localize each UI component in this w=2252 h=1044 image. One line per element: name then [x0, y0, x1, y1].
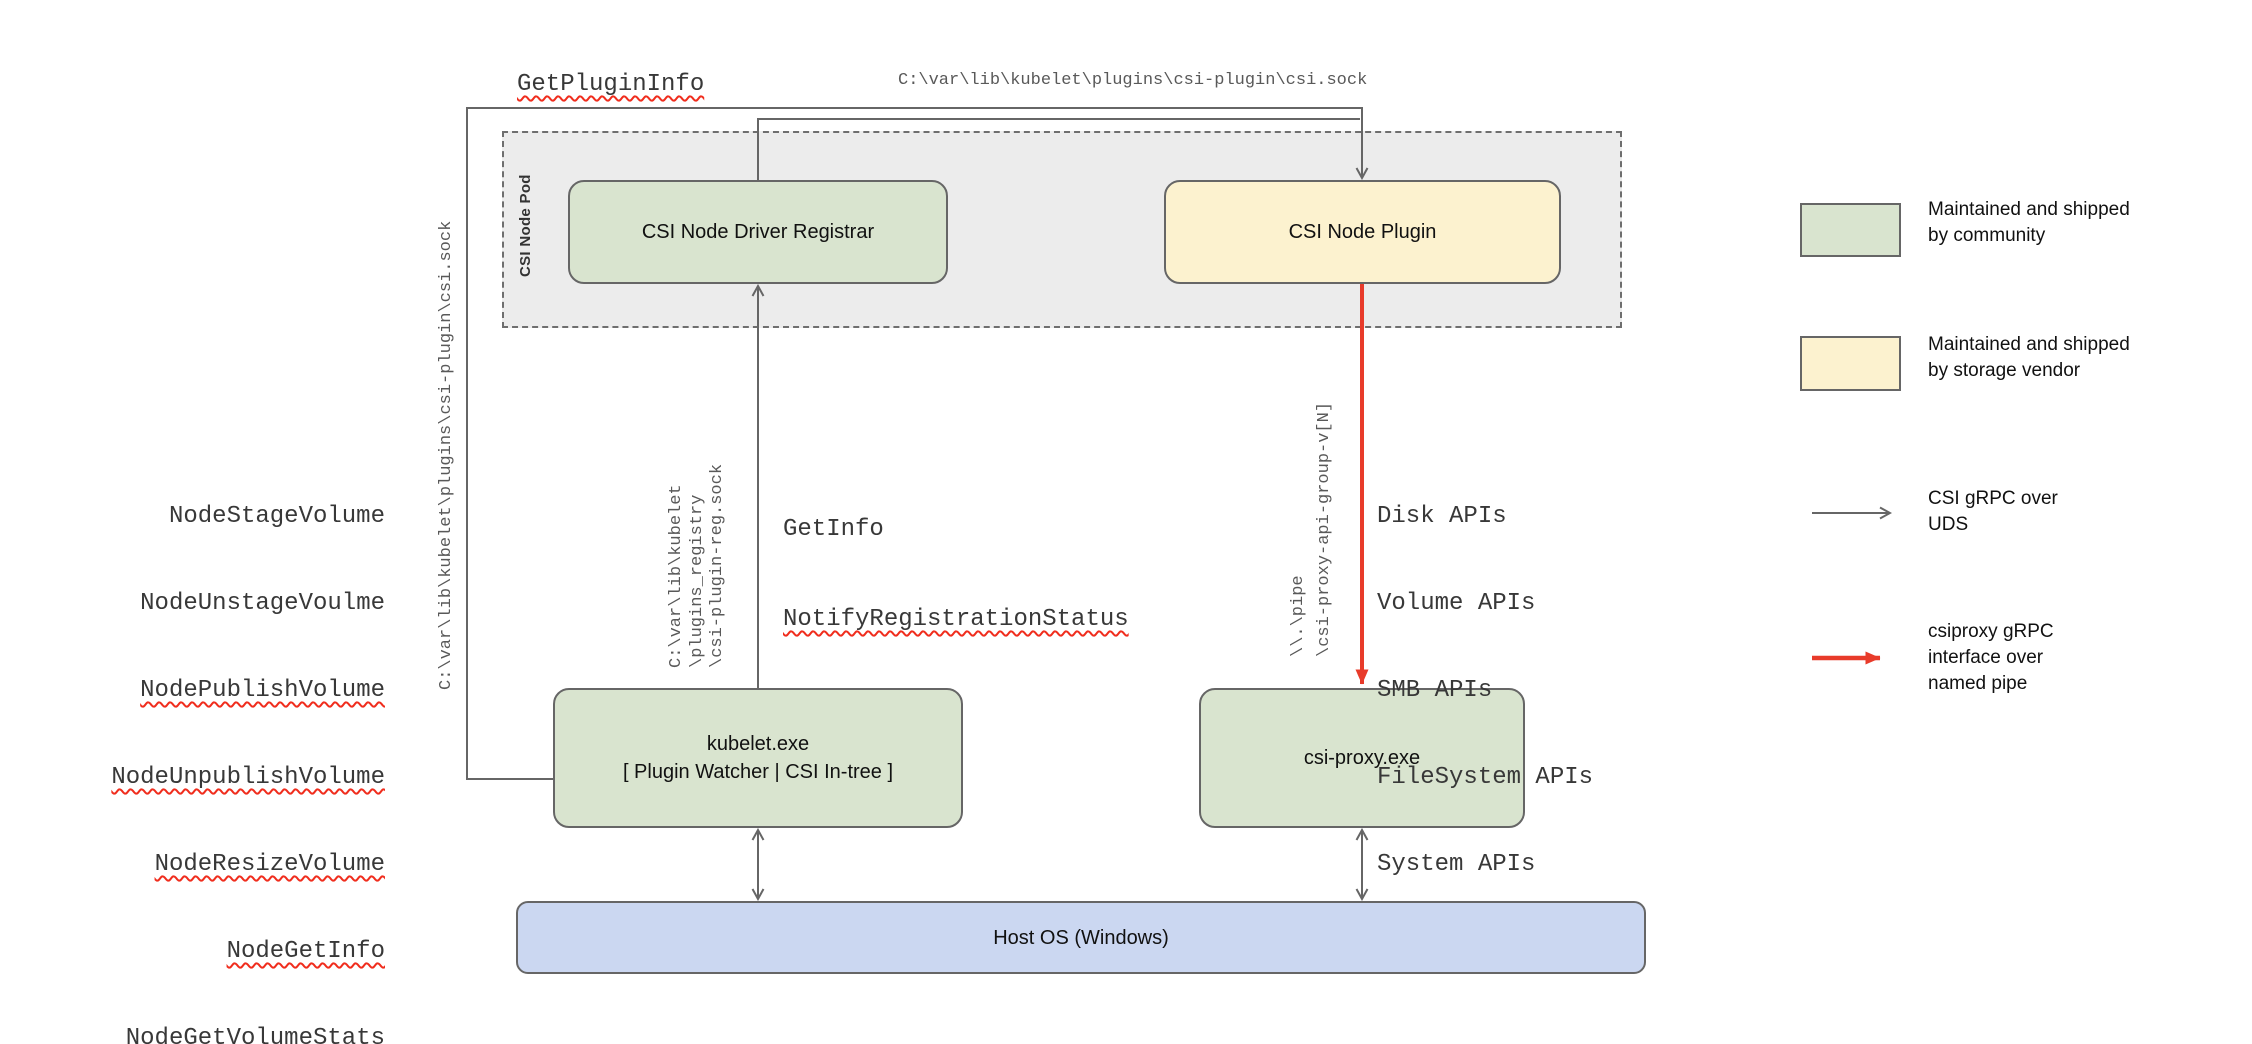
node-method: NodeStageVolume: [168, 503, 385, 530]
host-os-box: Host OS (Windows): [516, 901, 1646, 974]
left-socket-path-label: C:\var\lib\kubelet\plugins\csi-plugin\cs…: [437, 220, 456, 690]
notify-registration-status-label: NotifyRegistrationStatus: [783, 606, 1129, 633]
proxy-api-list: Disk APIs Volume APIs SMB APIs FileSyste…: [1377, 444, 1593, 937]
csi-node-plugin-label: CSI Node Plugin: [1288, 221, 1437, 243]
node-method: NodeGetInfo: [226, 938, 385, 965]
legend-uds-label: CSI gRPC over UDS: [1928, 488, 2058, 535]
proxy-api: Volume APIs: [1377, 590, 1536, 617]
node-method: NodeResizeVolume: [154, 851, 385, 878]
node-method: NodeUnpublishVolume: [111, 764, 385, 791]
top-socket-path-label: C:\var\lib\kubelet\plugins\csi-plugin\cs…: [898, 71, 1368, 90]
legend-community-label: Maintained and shipped by community: [1928, 199, 2130, 246]
registration-calls-label: GetInfo NotifyRegistrationStatus: [783, 455, 1129, 695]
csi-node-plugin-box: CSI Node Plugin: [1164, 180, 1561, 284]
legend-vendor-label: Maintained and shipped by storage vendor: [1928, 334, 2130, 381]
proxy-api: SMB APIs: [1377, 677, 1493, 704]
get-info-label: GetInfo: [783, 516, 884, 543]
legend-named-pipe-label: csiproxy gRPC interface over named pipe: [1928, 621, 2054, 694]
proxy-api: FileSystem APIs: [1377, 764, 1594, 791]
host-os-label: Host OS (Windows): [993, 926, 1169, 949]
legend-vendor-swatch: [1800, 336, 1901, 391]
node-method: NodePublishVolume: [140, 677, 385, 704]
csi-node-driver-registrar-box: CSI Node Driver Registrar: [568, 180, 948, 284]
kubelet-title: kubelet.exe: [706, 733, 810, 755]
csi-node-driver-registrar-label: CSI Node Driver Registrar: [641, 221, 875, 243]
proxy-api: Disk APIs: [1377, 503, 1507, 530]
legend-community-swatch: [1800, 203, 1901, 257]
node-method: NodeUnstageVoulme: [140, 590, 385, 617]
kubelet-subtitle: [ Plugin Watcher | CSI In-tree ]: [622, 761, 894, 783]
registry-socket-path-label: C:\var\lib\kubelet \plugins_registry \cs…: [667, 463, 727, 668]
get-plugin-info-label: GetPluginInfo: [517, 71, 705, 98]
node-methods-list: NodeStageVolume NodeUnstageVoulme NodePu…: [100, 444, 385, 1044]
csi-node-pod-label: CSI Node Pod: [517, 174, 534, 277]
kubelet-box: kubelet.exe [ Plugin Watcher | CSI In-tr…: [553, 688, 963, 828]
proxy-api: System APIs: [1377, 851, 1536, 878]
named-pipe-path-label: \\.\pipe \csi-proxy-api-group-v[N]: [1289, 401, 1334, 657]
node-method: NodeGetVolumeStats: [125, 1025, 385, 1044]
